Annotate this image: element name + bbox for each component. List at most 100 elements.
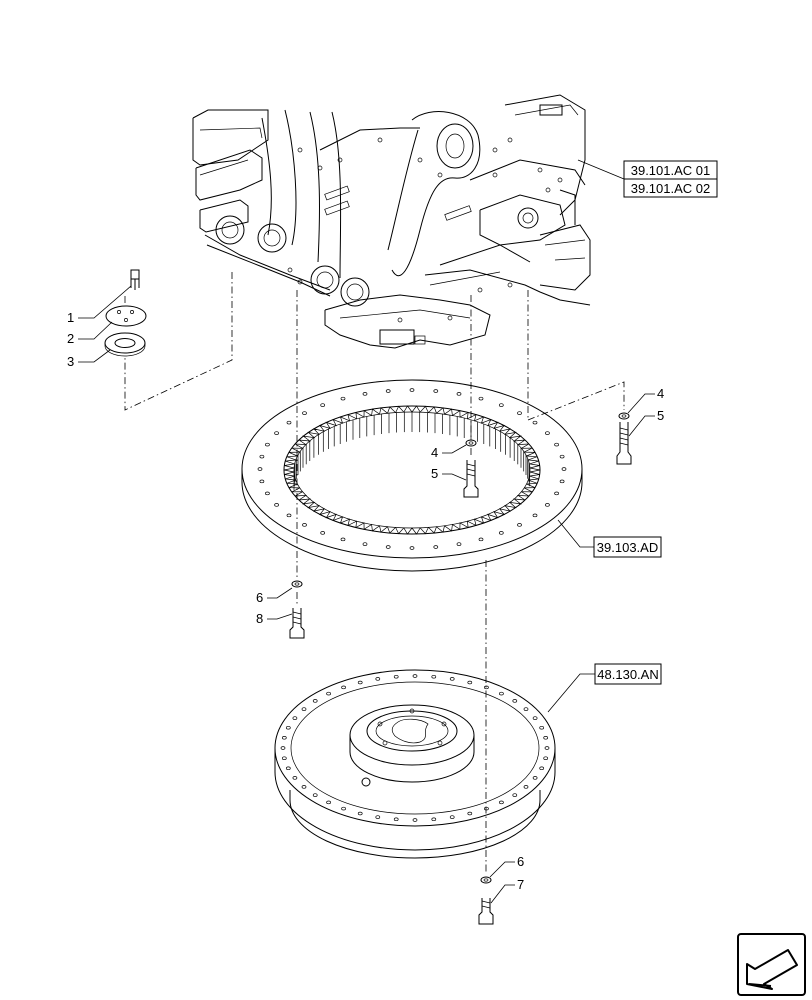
bolt-hole [559, 479, 565, 484]
bolt-hole [259, 454, 265, 459]
bolt-hole [326, 691, 331, 696]
bolt-hole [301, 785, 307, 789]
bolt-hole [280, 746, 286, 750]
bolt-hole [532, 513, 538, 518]
bolt-hole [341, 685, 346, 690]
bolt-hole [498, 403, 504, 407]
bolt-hole [467, 811, 473, 816]
bolt-hole [431, 817, 437, 822]
bolt-hole [431, 674, 437, 679]
callout-5-center: 5 [431, 466, 438, 481]
bolt-hole [409, 388, 415, 392]
bolt-hole [281, 756, 287, 760]
bolt-hole [362, 542, 368, 546]
bolt-hole [543, 736, 549, 740]
cover-plate-assembly [104, 269, 147, 357]
bolt-hole [532, 776, 538, 780]
bolt-hole [409, 546, 415, 550]
bolt-hole [375, 815, 381, 819]
bolt-hole [301, 707, 307, 711]
bolt-hole [393, 817, 399, 822]
bolt-hole [292, 776, 298, 780]
bolt-hole [326, 800, 331, 805]
bolt-hole [449, 677, 455, 681]
frame-ref-1-label[interactable]: 39.101.AC 01 [631, 163, 711, 178]
bolt-hole [433, 545, 439, 549]
callout-4-center: 4 [431, 445, 438, 460]
bolt-hole [559, 454, 565, 459]
bolt-hole [512, 699, 518, 703]
bolt-hole [456, 542, 462, 546]
callout-7: 7 [517, 877, 524, 892]
bolt-hole [499, 691, 504, 696]
bolt-hole [274, 431, 279, 435]
bolt-hole [412, 818, 418, 822]
bolt-hole [357, 811, 363, 816]
bolt-hole [543, 756, 549, 760]
callout-6-lower: 6 [517, 854, 524, 869]
slewing-ring-reference-box[interactable]: 39.103.AD [593, 536, 662, 558]
bolt-hole [341, 806, 346, 811]
bolt-hole [517, 411, 522, 415]
callout-5-right: 5 [657, 408, 664, 423]
next-page-arrow-icon[interactable] [737, 933, 806, 996]
callouts: 1 2 3 4 5 4 5 6 8 6 7 [67, 285, 664, 904]
bolt-hole [512, 793, 518, 797]
bolt-hole [554, 442, 559, 447]
bolt-hole [539, 766, 545, 771]
bolt-hole [545, 503, 550, 507]
bolt-hole [320, 531, 326, 535]
fasteners [289, 412, 632, 925]
callout-6-upper: 6 [256, 590, 263, 605]
bolt-hole [340, 537, 346, 542]
callout-1: 1 [67, 310, 74, 325]
callout-8: 8 [256, 611, 263, 626]
frame-reference-box[interactable]: 39.101.AC 01 39.101.AC 02 [623, 160, 718, 198]
frame-ref-2-label[interactable]: 39.101.AC 02 [631, 181, 711, 196]
bolt-hole [539, 725, 545, 730]
ring-bolt-holes [257, 388, 567, 550]
bolt-hole [286, 420, 292, 425]
bolt-hole [312, 699, 318, 703]
bolt-hole [265, 442, 270, 447]
bolt-hole [357, 680, 363, 685]
gear-tooth-profile [283, 405, 541, 535]
swing-reduction-ref-label[interactable]: 48.130.AN [597, 667, 658, 682]
bolt-hole [532, 716, 538, 720]
bolt-hole [523, 707, 529, 711]
bolt-hole [561, 467, 567, 471]
bolt-hole [467, 680, 473, 685]
bolt-hole [385, 389, 391, 393]
slewing-ring-drawing [241, 379, 583, 572]
bolt-hole [523, 785, 529, 789]
bolt-hole [517, 523, 522, 527]
bolt-hole [375, 677, 381, 681]
bolt-hole [257, 467, 263, 471]
bolt-hole [302, 411, 307, 415]
bolt-hole [302, 523, 307, 527]
bolt-hole [393, 674, 399, 679]
bolt-hole [292, 716, 298, 720]
bolt-hole [285, 766, 291, 771]
bolt-hole [412, 674, 418, 678]
bolt-hole [286, 513, 292, 518]
bolt-hole [312, 793, 318, 797]
bolt-hole [320, 403, 326, 407]
bolt-hole [545, 431, 550, 435]
swing-reduction-reference-box[interactable]: 48.130.AN [594, 663, 662, 685]
slewing-ring-ref-label[interactable]: 39.103.AD [597, 540, 658, 555]
bolt-hole [554, 491, 559, 496]
reducer-bolt-holes [280, 674, 550, 822]
bolt-hole [532, 420, 538, 425]
bolt-hole [478, 396, 484, 401]
bolt-hole [340, 396, 346, 401]
bolt-hole [259, 479, 265, 484]
bolt-hole [265, 491, 270, 496]
callout-3: 3 [67, 354, 74, 369]
swing-reduction-drawing [274, 669, 556, 859]
bolt-hole [544, 746, 550, 750]
bolt-hole [449, 815, 455, 819]
internal-gear-teeth [283, 405, 541, 535]
bolt-hole [362, 392, 368, 396]
callout-2: 2 [67, 331, 74, 346]
